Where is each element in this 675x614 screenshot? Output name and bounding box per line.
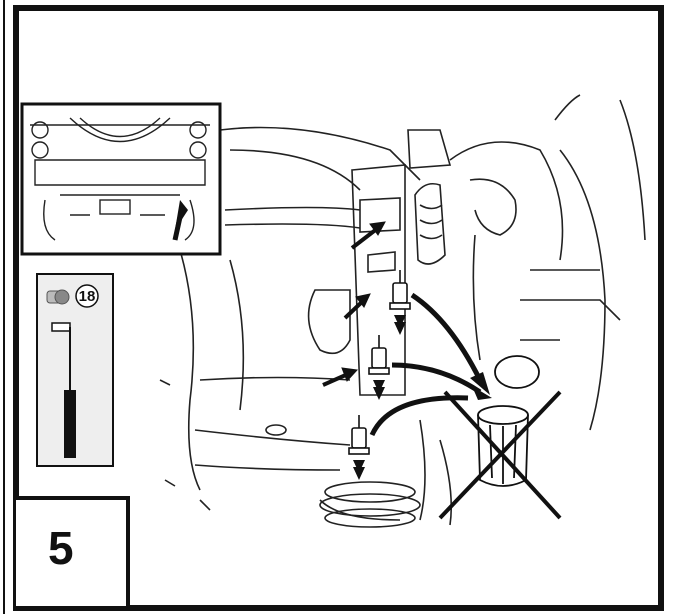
tool-panel: 18: [36, 273, 114, 467]
tool-size-badge: [75, 284, 99, 308]
socket-wrench-icon: [46, 289, 76, 458]
bolt-upper: [389, 270, 411, 310]
tool-size-label: 18: [79, 288, 96, 305]
curved-arrowheads: [470, 372, 492, 400]
inset-rear-view: [20, 102, 222, 256]
bolt-middle: [368, 335, 390, 375]
discard-x-mark: [438, 390, 562, 520]
bolt-lower: [348, 415, 370, 455]
pointer-arrows: [322, 221, 386, 387]
step-number-box: [16, 496, 130, 606]
down-arrows: [353, 315, 406, 480]
step-number: 5: [48, 522, 74, 574]
